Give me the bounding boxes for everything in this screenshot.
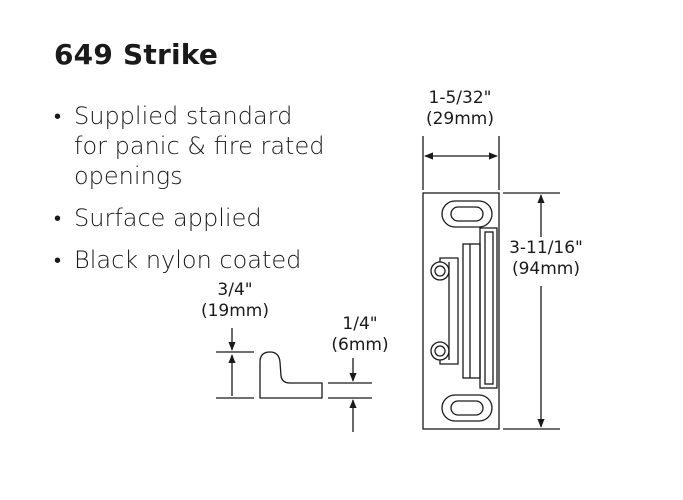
- lip-dimension: [216, 328, 254, 399]
- height-dimension: [503, 192, 560, 430]
- feature-text: Supplied standard for panic & fire rated…: [74, 102, 324, 190]
- thickness-dimension-label: 1/4" (6mm): [318, 314, 402, 356]
- bullet-icon: •: [54, 104, 62, 128]
- bullet-icon: •: [54, 248, 62, 272]
- height-mm: (94mm): [511, 259, 581, 279]
- bottom-mounting-slot-outer: [441, 394, 493, 422]
- lip-mm: (19mm): [200, 301, 270, 321]
- height-dimension-label: 3-11/16" (94mm): [500, 238, 592, 280]
- width-dimension-label: 1-5/32" (29mm): [412, 88, 508, 130]
- bottom-mounting-slot-inner: [450, 400, 484, 416]
- feature-item: • Surface applied: [54, 203, 384, 233]
- feature-list: • Supplied standard for panic & fire rat…: [54, 101, 384, 287]
- width-mm: (29mm): [425, 109, 495, 129]
- feature-text-surface-applied: Surface applied: [74, 204, 262, 232]
- height-inches: 3-11/16": [509, 238, 583, 258]
- bullet-icon: •: [54, 206, 62, 230]
- strike-lip-base: [462, 243, 481, 379]
- feature-text-panic-fire: Supplied standard for panic & fire rated…: [74, 102, 325, 190]
- thickness-mm: (6mm): [331, 335, 389, 355]
- width-dimension: [422, 136, 500, 190]
- thickness-inches: 1/4": [342, 314, 378, 334]
- width-inches: 1-5/32": [428, 88, 492, 108]
- feature-item: • Black nylon coated: [54, 245, 384, 275]
- lip-inches: 3/4": [217, 280, 253, 300]
- top-mounting-slot-outer: [441, 200, 493, 228]
- page-title: 649 Strike: [54, 38, 219, 71]
- lower-boss-hole-outer: [430, 341, 450, 361]
- boss-bracket: [439, 257, 459, 365]
- feature-item: • Supplied standard for panic & fire rat…: [54, 101, 384, 191]
- thickness-dimension: [328, 358, 372, 432]
- strike-lip-outer: [479, 227, 498, 389]
- upper-boss-hole-outer: [430, 261, 450, 281]
- strike-plate-outline: [422, 192, 500, 430]
- lower-boss-hole-inner: [434, 345, 446, 357]
- feature-text-nylon-coated: Black nylon coated: [74, 246, 302, 274]
- lip-dimension-label: 3/4" (19mm): [190, 280, 280, 322]
- strike-profile-outline: [259, 351, 323, 399]
- strike-plate-front-view: [422, 192, 500, 430]
- strike-side-profile: [259, 351, 323, 399]
- upper-boss-hole-inner: [434, 265, 446, 277]
- strike-lip-inner: [484, 231, 494, 385]
- top-mounting-slot-inner: [450, 206, 484, 222]
